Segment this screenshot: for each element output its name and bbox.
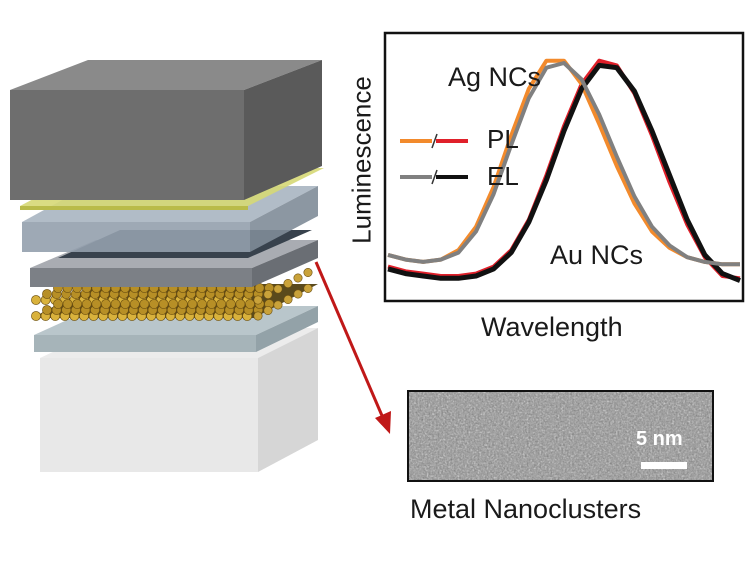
nanocluster-sphere (273, 284, 283, 294)
series-line-au-ncs-el (387, 62, 741, 283)
au-ncs-annotation: Au NCs (550, 240, 644, 270)
nanocluster-sphere (129, 299, 140, 309)
top-contact-block (10, 60, 322, 200)
series-line-ag-ncs-el (387, 61, 740, 267)
nanocluster-sphere (101, 299, 111, 309)
nanocluster-layer (31, 267, 318, 321)
nanocluster-sphere (197, 299, 207, 309)
nanocluster-sphere (303, 283, 313, 293)
nanocluster-sphere (273, 300, 283, 310)
tem-micrograph (407, 390, 714, 482)
nanocluster-sphere (110, 299, 121, 309)
nanocluster-sphere (149, 299, 159, 309)
legend-pl-swatch (400, 133, 468, 149)
nanocluster-sphere (168, 299, 179, 309)
nanocluster-sphere (158, 299, 169, 309)
nanocluster-sphere (245, 299, 255, 309)
nanocluster-sphere (62, 299, 73, 309)
nanocluster-sphere (263, 289, 273, 299)
nanocluster-sphere (303, 267, 313, 277)
legend-el-swatch (400, 169, 468, 185)
scale-bar-label: 5 nm (636, 428, 683, 450)
nanocluster-sphere (31, 295, 41, 305)
nanocluster-sphere (293, 273, 303, 283)
legend-pl-label: PL (487, 124, 519, 154)
nanocluster-sphere (120, 299, 131, 309)
nanocluster-sphere (235, 299, 246, 309)
nanocluster-sphere (216, 299, 227, 309)
nanocluster-sphere (53, 299, 63, 309)
nanocluster-sphere (177, 299, 188, 309)
nanocluster-sphere (263, 305, 273, 315)
nanocluster-sphere (283, 278, 293, 288)
tem-texture (409, 392, 712, 480)
nanocluster-sphere (293, 289, 303, 299)
zoom-arrow (314, 261, 391, 434)
y-axis-label: Luminescence (346, 76, 377, 244)
nanocluster-sphere (253, 311, 263, 321)
legend-el-label: EL (487, 161, 519, 191)
nanocluster-sphere (91, 299, 102, 309)
nanocluster-sphere (283, 294, 293, 304)
nanocluster-sphere (31, 311, 41, 321)
x-axis-label: Wavelength (481, 312, 623, 342)
nanocluster-sphere (72, 299, 83, 309)
scale-bar (641, 462, 687, 469)
nanocluster-sphere (81, 299, 92, 309)
ag-ncs-annotation: Ag NCs (448, 62, 542, 92)
nanocluster-sphere (42, 305, 52, 315)
nanocluster-sphere (206, 299, 217, 309)
nanocluster-sphere (187, 299, 198, 309)
nanocluster-sphere (225, 299, 236, 309)
nanocluster-sphere (253, 295, 263, 305)
nanocluster-sphere (139, 299, 150, 309)
nanocluster-sphere (42, 289, 52, 299)
tem-caption: Metal Nanoclusters (410, 494, 642, 524)
plot-series (387, 58, 741, 283)
